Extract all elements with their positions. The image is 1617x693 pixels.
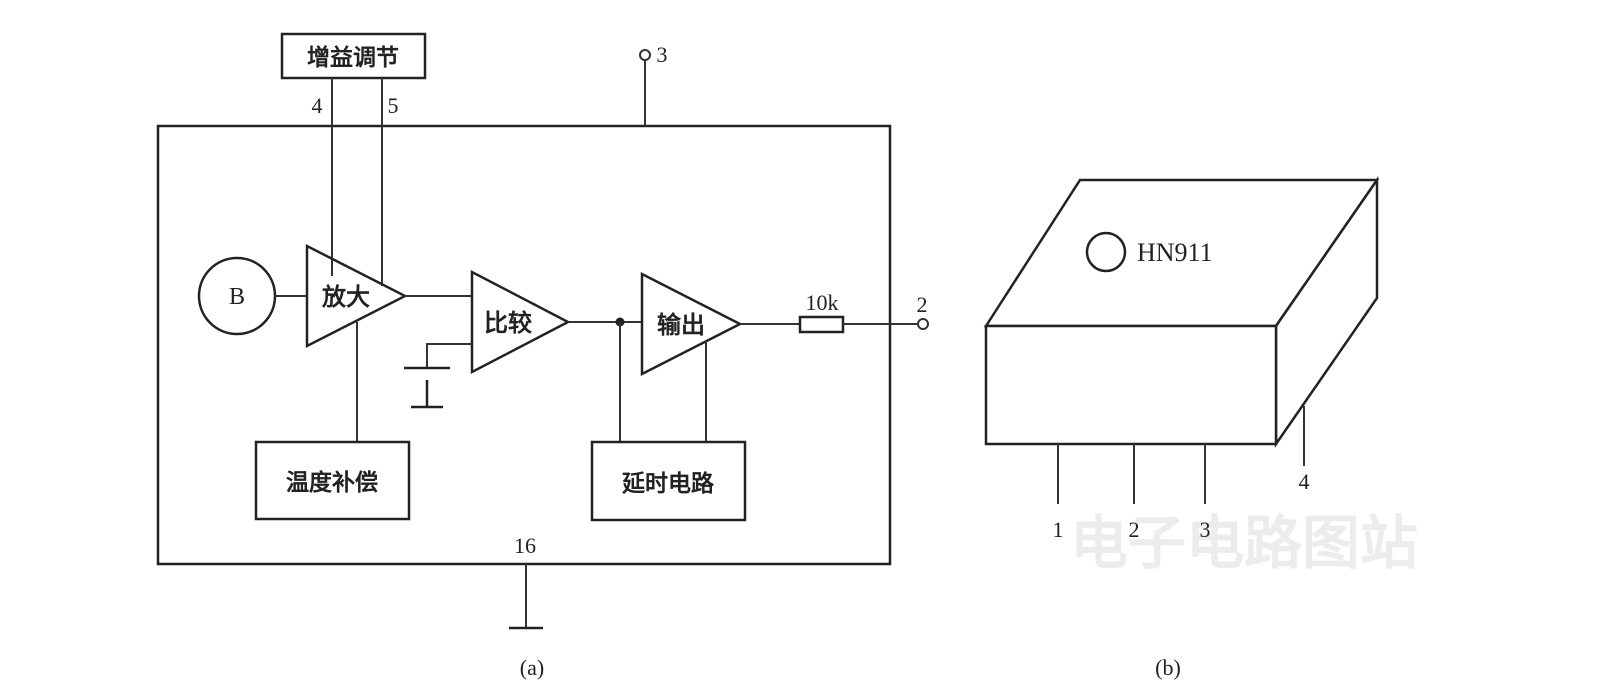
temp-comp-label: 温度补偿 <box>286 469 378 496</box>
pin5-label: 5 <box>388 93 399 118</box>
comparator-triangle <box>470 269 571 375</box>
pin2-terminal <box>917 318 929 330</box>
delay-circuit-label: 延时电路 <box>621 470 715 497</box>
pin3-label: 3 <box>657 42 668 67</box>
pin2-label: 2 <box>917 292 928 317</box>
package-pin-1-label: 1 <box>1053 517 1064 542</box>
gain-adjust-label: 增益调节 <box>307 44 399 71</box>
caption-a: (a) <box>520 655 544 680</box>
ic-enclosure <box>156 124 892 566</box>
package-pin-2-label: 2 <box>1129 517 1140 542</box>
pin1-marker-circle <box>1085 231 1127 273</box>
part-number: HN911 <box>1137 238 1213 267</box>
pin16-label: 16 <box>514 533 536 558</box>
gain-adjust-box <box>280 32 427 80</box>
amplifier-triangle <box>305 243 408 349</box>
delay-circuit-box <box>590 440 747 522</box>
output-label: 输出 <box>657 311 705 339</box>
temp-comp-box <box>254 440 411 521</box>
pin4-label: 4 <box>312 93 323 118</box>
caption-b: (b) <box>1155 655 1181 680</box>
watermark: 电子电路图站 <box>1070 509 1418 577</box>
ref-wire <box>426 343 472 368</box>
block-diagram-a: 增益调节 4 5 3 B 放大 温度补偿 比较 <box>156 32 929 680</box>
amplifier-label: 放大 <box>321 283 370 311</box>
package-pin-3-label: 3 <box>1200 517 1211 542</box>
output-triangle <box>640 271 743 377</box>
sensor-label: B <box>229 284 245 310</box>
package-drawing-b: HN911 1 2 3 4 (b) <box>983 175 1380 680</box>
resistor-label: 10k <box>806 290 839 315</box>
comparator-label: 比较 <box>484 309 532 337</box>
package-front-face <box>984 324 1278 446</box>
resistor <box>798 315 845 334</box>
package-pin-4-label: 4 <box>1299 469 1310 494</box>
pin3-terminal <box>639 49 651 61</box>
